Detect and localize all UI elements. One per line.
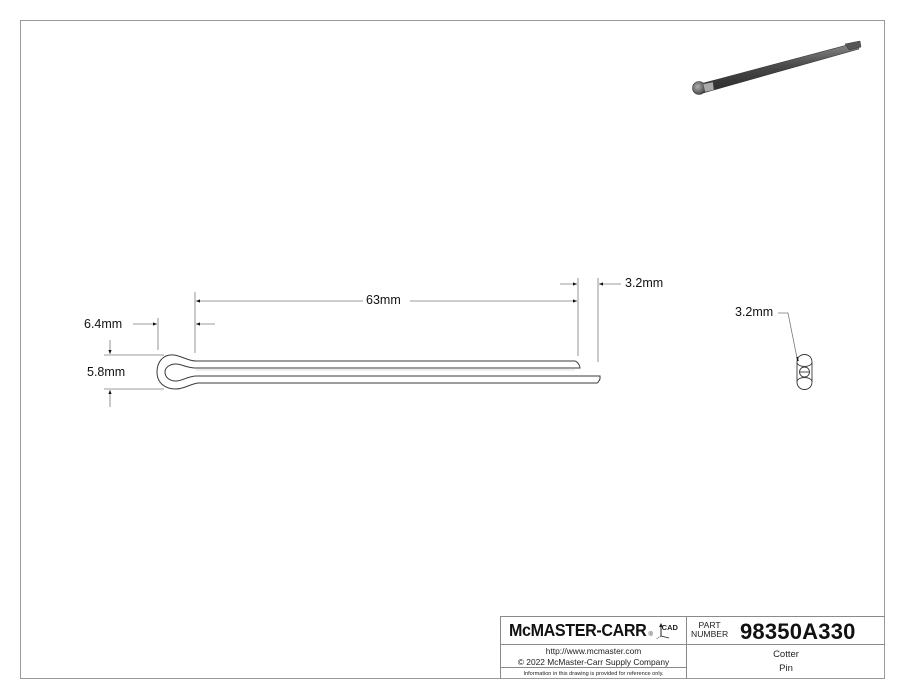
title-block-part-section: PART NUMBER 98350A330 Cotter Pin: [687, 617, 885, 679]
dimension-length-label: 63mm: [366, 293, 401, 307]
isometric-pin-view: [692, 40, 862, 95]
end-view-pin: [796, 354, 813, 390]
title-block-company-section: McMASTER-CARR ® CAD http://www.mcmaster.…: [501, 617, 687, 679]
cad-icon: CAD: [655, 621, 678, 641]
brand-name: McMASTER-CARR: [509, 620, 647, 640]
dimension-lines: [104, 278, 798, 407]
company-contact: http://www.mcmaster.com © 2022 McMaster-…: [501, 645, 686, 668]
registered-mark: ®: [648, 632, 653, 638]
side-view-pin: [156, 354, 601, 390]
title-block: McMASTER-CARR ® CAD http://www.mcmaster.…: [500, 616, 885, 679]
copyright-text: © 2022 McMaster-Carr Supply Company: [517, 656, 670, 667]
dimension-head-height-label: 5.8mm: [87, 365, 126, 379]
dimension-head-length-label: 6.4mm: [84, 317, 123, 331]
dimension-end-view-label: 3.2mm: [735, 305, 774, 319]
part-number-value: 98350A330: [740, 619, 856, 644]
drawing-sheet-border: [20, 20, 885, 679]
company-url[interactable]: http://www.mcmaster.com: [545, 646, 642, 656]
dimension-tip-offset-label: 3.2mm: [625, 276, 664, 290]
part-description: Cotter Pin: [773, 649, 799, 674]
cad-label: CAD: [661, 622, 678, 632]
company-logo: McMASTER-CARR ® CAD: [501, 617, 686, 645]
part-number-row: PART NUMBER 98350A330: [687, 617, 885, 645]
disclaimer-text: Information in this drawing is provided …: [523, 671, 664, 677]
part-number-label: PART NUMBER: [691, 620, 729, 639]
